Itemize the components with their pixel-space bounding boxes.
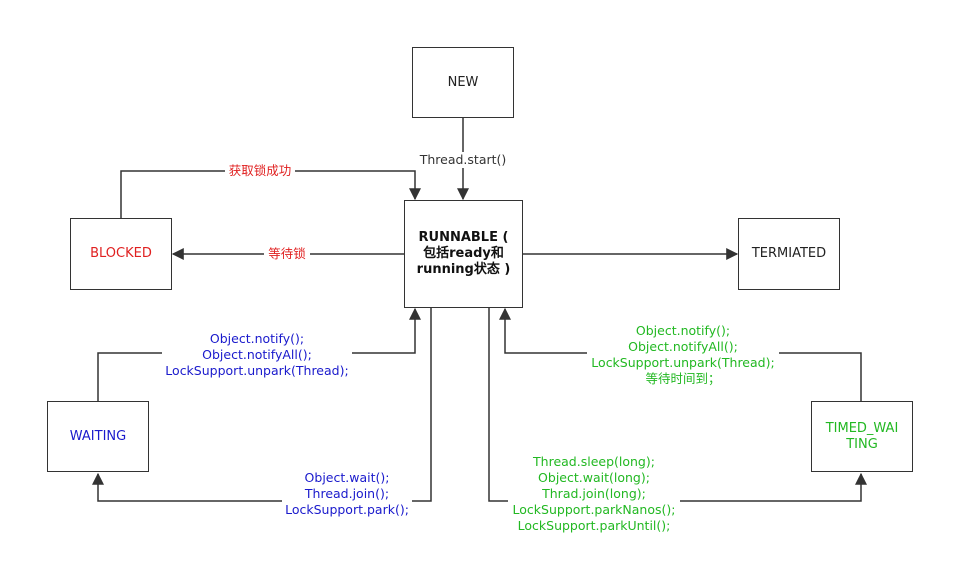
notify-timed-line: LockSupport.unpark(Thread); <box>591 355 775 370</box>
to-timed-line: Thread.sleep(long); <box>533 454 655 469</box>
notify-timed-line: Object.notifyAll(); <box>628 339 738 354</box>
to-waiting-line: Thread.join(); <box>304 486 390 501</box>
notify-waiting-line: Object.notify(); <box>209 331 305 346</box>
runnable-line-3: running状态 ) <box>416 262 511 277</box>
edge-runnable-to-waiting <box>92 307 432 502</box>
label-notify-timed: Object.notify(); Object.notifyAll(); Loc… <box>587 323 779 387</box>
label-to-waiting: Object.wait(); Thread.join(); LockSuppor… <box>282 470 412 518</box>
state-waiting: WAITING <box>47 401 149 472</box>
notify-timed-line: 等待时间到； <box>645 371 721 386</box>
state-new-label: NEW <box>447 74 479 90</box>
state-runnable-label: RUNNABLE ( 包括ready和 running状态 ) <box>417 230 511 278</box>
runnable-line-2: 包括ready和 <box>423 246 504 261</box>
to-timed-line: LockSupport.parkUntil(); <box>517 518 671 533</box>
runnable-line-1: RUNNABLE ( <box>418 230 509 245</box>
state-timed-waiting: TIMED_WAI TING <box>811 401 913 472</box>
state-timed-waiting-label: TIMED_WAI TING <box>826 421 899 453</box>
state-waiting-label: WAITING <box>69 428 127 444</box>
state-new: NEW <box>412 47 514 118</box>
state-terminated-label: TERMIATED <box>751 246 827 261</box>
label-wait-lock: 等待锁 <box>264 246 310 262</box>
to-timed-line: LockSupport.parkNanos(); <box>512 502 676 517</box>
to-waiting-line: LockSupport.park(); <box>285 502 409 517</box>
label-thread-start: Thread.start() <box>418 152 508 168</box>
to-timed-line: Thrad.join(long); <box>542 486 646 501</box>
to-timed-line: Object.wait(long); <box>538 470 650 485</box>
state-blocked-label: BLOCKED <box>90 246 152 261</box>
timed-line-2: TING <box>846 436 878 452</box>
state-runnable: RUNNABLE ( 包括ready和 running状态 ) <box>404 200 523 308</box>
notify-timed-line: Object.notify(); <box>635 323 731 338</box>
label-acquire-lock: 获取锁成功 <box>225 163 295 179</box>
notify-waiting-line: LockSupport.unpark(Thread); <box>165 363 349 378</box>
timed-line-1: TIMED_WAI <box>825 420 899 436</box>
notify-waiting-line: Object.notifyAll(); <box>202 347 312 362</box>
state-blocked: BLOCKED <box>70 218 172 290</box>
state-terminated: TERMIATED <box>738 218 840 290</box>
label-to-timed: Thread.sleep(long); Object.wait(long); T… <box>508 454 680 534</box>
label-notify-waiting: Object.notify(); Object.notifyAll(); Loc… <box>162 331 352 379</box>
to-waiting-line: Object.wait(); <box>304 470 390 485</box>
